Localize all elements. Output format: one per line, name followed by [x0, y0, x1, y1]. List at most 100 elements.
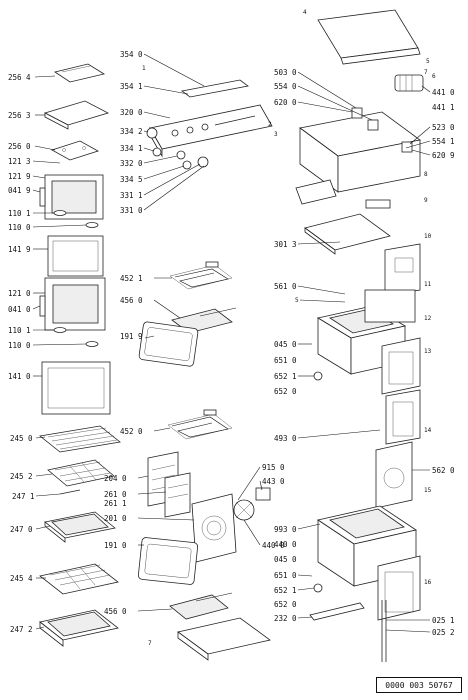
callout-14: 14 [424, 427, 432, 434]
label-110-1-b: 110 1 [8, 326, 31, 335]
part-247-0-tray [44, 511, 116, 543]
callout-8: 8 [424, 171, 428, 178]
part-13-upper-door-frame [381, 337, 421, 395]
label-652-1-b: 652 1 [274, 586, 297, 595]
label-141-9: 141 9 [8, 245, 31, 254]
label-452-0: 452 0 [120, 427, 143, 436]
label-256-3: 256 3 [8, 111, 31, 120]
label-456-0-b: 456 0 [104, 607, 127, 616]
label-354-1: 354 1 [120, 82, 143, 91]
part-141-0-outer-glass [41, 361, 111, 415]
label-045-0-b: 045 0 [274, 555, 297, 564]
part-121-0-door-frame [39, 277, 106, 331]
part-245-4-grid-tray [39, 563, 119, 595]
callout-3: 3 [274, 131, 278, 138]
part-301-3-plate [304, 213, 391, 255]
label-041-0: 041 0 [8, 305, 31, 314]
part-247-2-deep-tray [39, 609, 119, 647]
label-620-0: 620 0 [274, 98, 297, 107]
label-456-0-a: 456 0 [120, 296, 143, 305]
label-110-0-a: 110 0 [8, 223, 31, 232]
label-320-0: 320 0 [120, 108, 143, 117]
label-503-0: 503 0 [274, 68, 297, 77]
part-bracket-8 [295, 179, 391, 209]
label-191-9: 191 9 [120, 332, 143, 341]
part-456-0-lower-plate [169, 592, 233, 620]
callout-1: 1 [142, 65, 146, 72]
part-110-hinges-lower [53, 327, 99, 347]
part-334-knobs [146, 127, 209, 170]
label-025-2: 025 2 [432, 628, 455, 637]
part-247-1-handle [59, 489, 81, 495]
callout-4: 4 [303, 9, 307, 16]
part-15-back-plate [375, 441, 413, 509]
label-247-2: 247 2 [10, 625, 33, 634]
label-261-1: 261 1 [104, 499, 127, 508]
label-045-0-a: 045 0 [274, 340, 297, 349]
part-025-feet [381, 600, 387, 662]
label-041-9: 041 9 [8, 186, 31, 195]
label-915-0: 915 0 [262, 463, 285, 472]
label-651-0-b: 651 0 [274, 571, 297, 580]
label-245-0: 245 0 [10, 434, 33, 443]
label-261-0: 261 0 [104, 490, 127, 499]
label-651-0-a: 651 0 [274, 356, 297, 365]
label-554-0: 554 0 [274, 82, 297, 91]
callout-12: 12 [424, 315, 432, 322]
part-16-lower-door-frame [377, 555, 421, 621]
label-443-0: 443 0 [262, 477, 285, 486]
part-121-9-door-frame [39, 174, 104, 220]
part-440-0-fan [233, 487, 271, 521]
leader-lines [32, 53, 431, 633]
label-561-0: 561 0 [274, 282, 297, 291]
label-441-0: 441 0 [432, 88, 455, 97]
label-652-0-b: 652 0 [274, 600, 297, 609]
part-256-3 [43, 100, 110, 130]
part-7-bottom-plate [177, 617, 271, 661]
label-191-0: 191 0 [104, 541, 127, 550]
part-191-0-seal [137, 537, 199, 585]
label-245-4: 245 4 [10, 574, 33, 583]
label-523-0: 523 0 [432, 123, 455, 132]
part-452-1-grill-element [169, 261, 233, 290]
label-121-0: 121 0 [8, 289, 31, 298]
labels-middle: 354 0 354 1 320 0 334 2 334 1 332 0 334 … [104, 50, 143, 616]
label-493-0: 493 0 [274, 434, 297, 443]
label-232-0: 232 0 [274, 614, 297, 623]
callout-5-b: 5 [295, 297, 299, 304]
part-354-control-strip [181, 79, 249, 98]
labels-left: 256 4 256 3 256 0 121 3 121 9 041 9 110 … [8, 73, 35, 634]
part-245-0-wire-rack [39, 425, 121, 453]
label-110-1-a: 110 1 [8, 209, 31, 218]
label-440-0-a: 440 0 [262, 541, 285, 550]
label-452-1: 452 1 [120, 274, 143, 283]
part-201-0-fan-cover [191, 493, 237, 563]
label-025-1: 025 1 [432, 616, 455, 625]
callout-7: 7 [424, 69, 428, 76]
label-554-1: 554 1 [432, 137, 455, 146]
part-452-0-element [167, 409, 233, 440]
part-232-0-bottom-strip [309, 602, 365, 621]
label-652-0-a: 652 0 [274, 387, 297, 396]
part-14-rear-panel [385, 389, 421, 445]
part-261-rails [164, 472, 191, 518]
callout-9: 9 [424, 197, 428, 204]
labels-mid-right: 915 0 443 0 440 0 [262, 463, 285, 550]
part-top-cover [317, 9, 421, 65]
label-301-3: 301 3 [274, 240, 297, 249]
callout-7-b: 7 [148, 640, 152, 647]
part-652-lamp-upper [313, 371, 323, 381]
label-245-2: 245 2 [10, 472, 33, 481]
label-121-3: 121 3 [8, 157, 31, 166]
label-247-1: 247 1 [12, 492, 35, 501]
callout-5: 5 [426, 58, 430, 65]
label-332-0: 332 0 [120, 159, 143, 168]
labels-right: 503 0 554 0 620 0 441 0 441 1 523 0 554 … [274, 68, 455, 637]
label-354-0: 354 0 [120, 50, 143, 59]
label-110-0-b: 110 0 [8, 341, 31, 350]
label-334-5: 334 5 [120, 175, 143, 184]
label-334-2: 334 2 [120, 127, 143, 136]
label-256-4: 256 4 [8, 73, 31, 82]
part-141-9-glass [47, 235, 104, 277]
